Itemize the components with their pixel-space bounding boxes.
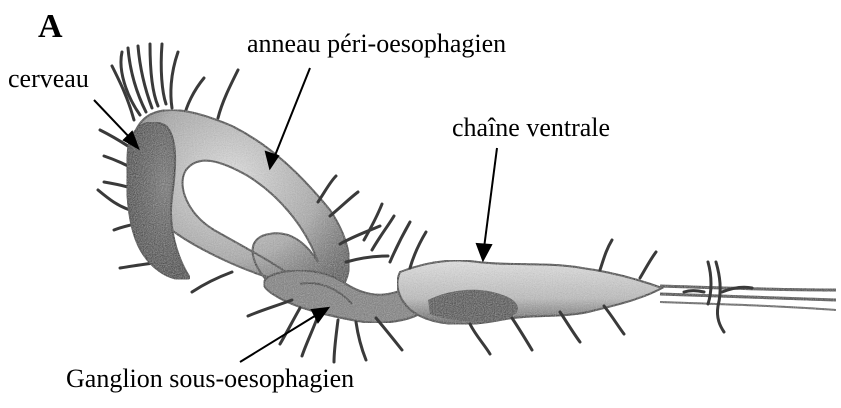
arrow-ganglion <box>240 308 328 362</box>
panel-letter: A <box>38 10 63 44</box>
label-chaine-ventrale: chaîne ventrale <box>452 115 610 141</box>
arrow-chaine <box>477 148 497 260</box>
ventral-nerve-cord <box>397 260 836 324</box>
label-cerveau: cerveau <box>8 66 89 92</box>
label-anneau-peri-oesophagien: anneau péri-oesophagien <box>247 31 506 57</box>
label-ganglion-sous-oesophagien: Ganglion sous-oesophagien <box>66 366 354 392</box>
